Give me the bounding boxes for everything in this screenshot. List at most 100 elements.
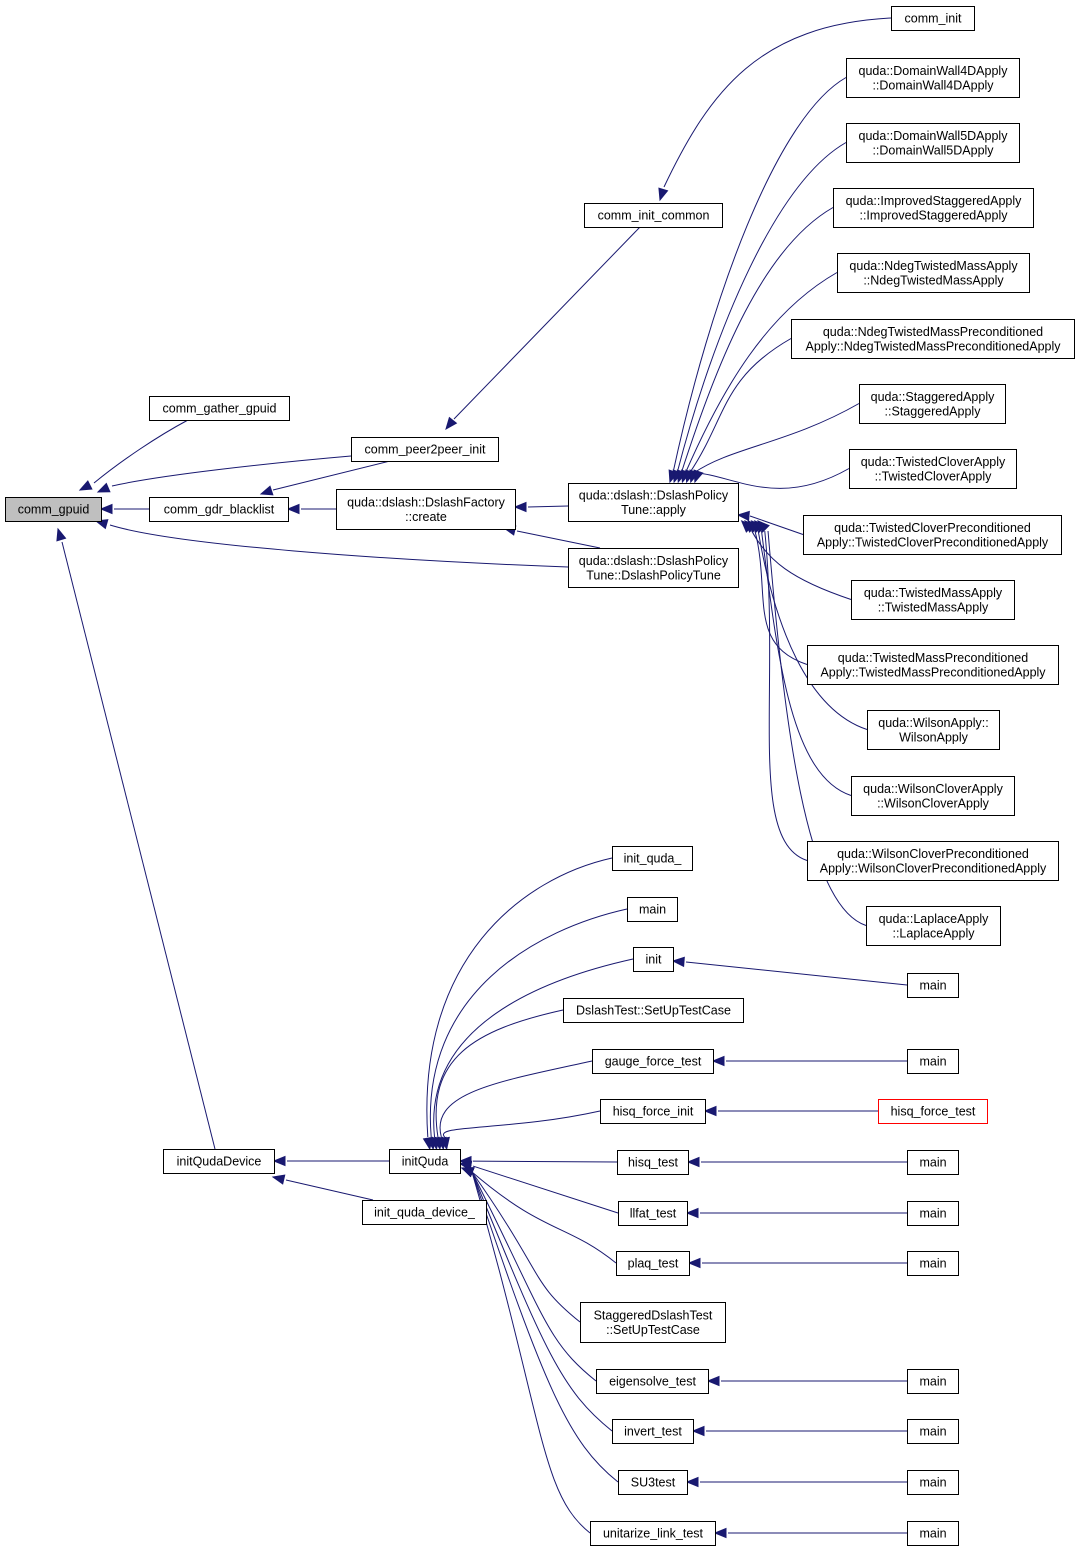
node-laplace[interactable]: quda::LaplaceApply::LaplaceApply — [866, 906, 1001, 946]
node-init-quda-device-[interactable]: init_quda_device_ — [362, 1200, 487, 1225]
node-ndeg-tm-prec[interactable]: quda::NdegTwistedMassPreconditionedApply… — [791, 319, 1075, 359]
node-policy-tune-apply[interactable]: quda::dslash::DslashPolicyTune::apply — [568, 483, 739, 522]
node-label: quda::WilsonCloverApply — [863, 782, 1003, 796]
node-label: quda::dslash::DslashPolicy — [579, 488, 729, 502]
node-label: quda::StaggeredApply — [871, 390, 995, 404]
edge-line — [426, 857, 613, 1138]
node-dw5d[interactable]: quda::DomainWall5DApply::DomainWall5DApp… — [846, 123, 1020, 163]
arrowhead — [693, 469, 704, 484]
edge-twisted_clover-to-policy_tune_apply — [693, 468, 850, 489]
node-hisq-force-test[interactable]: hisq_force_test — [878, 1099, 988, 1124]
node-box — [907, 1470, 959, 1495]
node-comm-peer2peer-init[interactable]: comm_peer2peer_init — [351, 437, 499, 462]
node-comm-gather-gpuid[interactable]: comm_gather_gpuid — [149, 396, 290, 421]
node-label: comm_peer2peer_init — [365, 443, 486, 457]
node-main-llfat[interactable]: main — [907, 1201, 959, 1226]
node-invert-test[interactable]: invert_test — [612, 1419, 694, 1444]
node-dslash-setup[interactable]: DslashTest::SetUpTestCase — [563, 998, 744, 1023]
node-box — [616, 1251, 690, 1276]
node-box — [907, 1049, 959, 1074]
node-label: main — [919, 1207, 946, 1221]
node-label: Apply::TwistedMassPreconditionedApply — [820, 665, 1046, 679]
node-main-unitarize[interactable]: main — [907, 1521, 959, 1546]
node-eigensolve-test[interactable]: eigensolve_test — [596, 1369, 709, 1394]
node-ndeg-tm[interactable]: quda::NdegTwistedMassApply::NdegTwistedM… — [837, 253, 1030, 293]
node-main-eigen[interactable]: main — [907, 1369, 959, 1394]
node-comm-init[interactable]: comm_init — [891, 6, 975, 31]
edge-line — [453, 226, 641, 420]
node-hisq-test[interactable]: hisq_test — [617, 1150, 689, 1175]
arrowhead — [96, 482, 111, 493]
node-init-quda-device[interactable]: initQudaDevice — [163, 1149, 275, 1174]
node-su3test[interactable]: SU3test — [618, 1470, 688, 1495]
node-comm-gdr-blacklist[interactable]: comm_gdr_blacklist — [149, 497, 289, 522]
node-label: SU3test — [631, 1476, 676, 1490]
node-comm-gpuid[interactable]: comm_gpuid — [5, 497, 102, 522]
node-label: plaq_test — [628, 1257, 679, 1271]
node-label: ::StaggeredApply — [885, 404, 982, 418]
edge-dw4d-to-policy_tune_apply — [668, 77, 847, 484]
node-layer: comm_gpuid comm_gather_gpuid comm_peer2pee… — [5, 6, 1075, 1546]
node-main-a[interactable]: main — [627, 897, 678, 922]
edge-unitarize_link_test-to-init_quda — [460, 1167, 591, 1534]
edge-twisted_mass_prec-to-policy_tune_apply — [744, 520, 808, 665]
node-unitarize-link-test[interactable]: unitarize_link_test — [590, 1521, 716, 1546]
node-label: Apply::TwistedCloverPreconditionedApply — [817, 535, 1049, 549]
edge-layer — [56, 17, 908, 1539]
edge-line — [764, 530, 808, 861]
edge-wilson_clover_prec-to-policy_tune_apply — [753, 520, 808, 861]
node-gauge-force-test[interactable]: gauge_force_test — [592, 1049, 714, 1074]
edge-dslash_factory_create-to-comm_gdr_blacklist — [286, 503, 336, 515]
node-staggered[interactable]: quda::StaggeredApply::StaggeredApply — [859, 384, 1006, 424]
arrowhead — [259, 485, 274, 496]
node-box — [600, 1099, 706, 1124]
node-label: ::ImprovedStaggeredApply — [859, 208, 1008, 222]
node-init[interactable]: init — [633, 947, 674, 972]
edge-line — [689, 338, 792, 474]
node-main-hisq[interactable]: main — [907, 1150, 959, 1175]
node-dw4d[interactable]: quda::DomainWall4DApply::DomainWall4DApp… — [846, 58, 1020, 98]
node-main-init[interactable]: main — [907, 973, 959, 998]
node-label: eigensolve_test — [609, 1375, 696, 1389]
node-twisted-mass[interactable]: quda::TwistedMassApply::TwistedMassApply — [851, 580, 1015, 620]
node-box — [568, 548, 739, 588]
node-comm-init-common[interactable]: comm_init_common — [584, 203, 723, 228]
node-label: WilsonApply — [899, 730, 969, 744]
edge-main_plaq-to-plaq_test — [687, 1257, 907, 1269]
node-label: main — [919, 979, 946, 993]
node-box — [851, 776, 1015, 816]
node-main-invert[interactable]: main — [907, 1419, 959, 1444]
node-llfat-test[interactable]: llfat_test — [618, 1201, 688, 1226]
node-staggered-setup[interactable]: StaggeredDslashTest::SetUpTestCase — [580, 1302, 726, 1343]
node-twisted-clover-prec[interactable]: quda::TwistedCloverPreconditionedApply::… — [803, 515, 1062, 555]
edge-line — [439, 1060, 593, 1138]
node-init-quda-[interactable]: init_quda_ — [612, 846, 693, 871]
node-label: quda::LaplaceApply — [879, 912, 990, 926]
node-main-gauge[interactable]: main — [907, 1049, 959, 1074]
node-hisq-force-init[interactable]: hisq_force_init — [600, 1099, 706, 1124]
node-twisted-mass-prec[interactable]: quda::TwistedMassPreconditionedApply::Tw… — [807, 645, 1059, 685]
node-box — [907, 973, 959, 998]
node-main-plaq[interactable]: main — [907, 1251, 959, 1276]
node-box — [618, 1201, 688, 1226]
node-wilson[interactable]: quda::WilsonApply::WilsonApply — [867, 710, 1000, 750]
node-policy-tune-ctor[interactable]: quda::dslash::DslashPolicyTune::DslashPo… — [568, 548, 739, 588]
edge-line — [471, 1171, 591, 1534]
node-label: quda::TwistedMassPreconditioned — [838, 651, 1028, 665]
node-wilson-clover-prec[interactable]: quda::WilsonCloverPreconditionedApply::W… — [807, 841, 1059, 881]
node-twisted-clover[interactable]: quda::TwistedCloverApply::TwistedCloverA… — [849, 449, 1017, 489]
node-box — [867, 710, 1000, 750]
edge-hisq_test-to-init_quda — [458, 1155, 618, 1167]
node-init-quda[interactable]: initQuda — [389, 1149, 461, 1174]
node-wilson-clover[interactable]: quda::WilsonCloverApply::WilsonCloverApp… — [851, 776, 1015, 816]
edge-line — [693, 403, 860, 474]
edge-line — [685, 961, 908, 986]
node-plaq-test[interactable]: plaq_test — [616, 1251, 690, 1276]
node-main-su3[interactable]: main — [907, 1470, 959, 1495]
node-dslash-factory-create[interactable]: quda::dslash::DslashFactory::create — [336, 489, 516, 530]
arrowhead — [671, 956, 685, 968]
edge-line — [433, 958, 634, 1138]
edge-init_quda_device_-to-init_quda_device — [271, 1174, 374, 1201]
node-label: ::NdegTwistedMassApply — [863, 273, 1004, 287]
node-improved-staggered[interactable]: quda::ImprovedStaggeredApply::ImprovedSt… — [833, 188, 1034, 228]
